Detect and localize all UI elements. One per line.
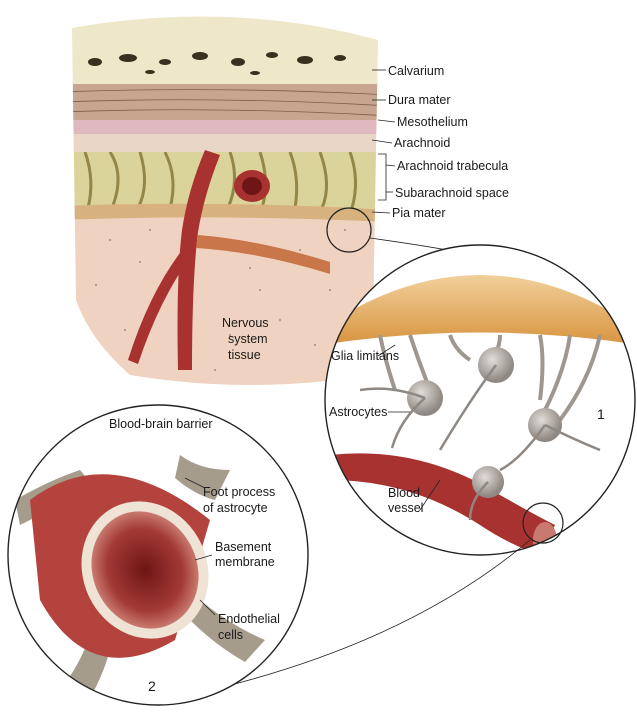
- pia-mater-layer: [72, 203, 378, 222]
- label-blood-vessel-2: vessel: [388, 501, 423, 515]
- label-arachnoid: Arachnoid: [394, 136, 450, 150]
- leader-lines: [184, 69, 441, 616]
- label-nervous-system-tissue-3: tissue: [228, 348, 261, 362]
- label-blood-vessel-1: Blood: [388, 486, 420, 500]
- blood-vessel-1: [330, 453, 555, 555]
- labels: Calvarium Dura mater Mesothelium Arachno…: [109, 64, 605, 694]
- label-basement-membrane-1: Basement: [215, 540, 272, 554]
- mesothelium-layer: [72, 120, 378, 134]
- label-panel-1: 1: [597, 406, 605, 422]
- bone-pores: [88, 52, 346, 75]
- dura-mater-layer: [72, 82, 378, 120]
- label-nervous-system-tissue-2: system: [228, 332, 268, 346]
- label-blood-brain-barrier: Blood-brain barrier: [109, 417, 213, 431]
- label-subarachnoid-space: Subarachnoid space: [395, 186, 509, 200]
- label-mesothelium: Mesothelium: [397, 115, 468, 129]
- label-pia-mater: Pia mater: [392, 206, 446, 220]
- pia-cap: [325, 275, 635, 345]
- label-endothelial-cells-2: cells: [218, 628, 243, 642]
- label-arachnoid-trabecula: Arachnoid trabecula: [397, 159, 508, 173]
- magnify-marker: [326, 207, 372, 253]
- label-foot-process-1: Foot process: [203, 485, 275, 499]
- label-glia-limitans: Glia limitans: [331, 349, 399, 363]
- label-astrocytes: Astrocytes: [329, 405, 387, 419]
- label-foot-process-2: of astrocyte: [203, 501, 268, 515]
- arachnoid-layer: [72, 134, 378, 152]
- label-basement-membrane-2: membrane: [215, 555, 275, 569]
- detail-circle-1: [324, 244, 636, 556]
- label-panel-2: 2: [148, 678, 156, 694]
- magnify-marker-2: [522, 502, 564, 544]
- detail-circle-2: [7, 404, 309, 706]
- penetrating-vessel: [177, 150, 220, 370]
- calvarium-layer: [72, 16, 378, 84]
- label-dura-mater: Dura mater: [388, 93, 451, 107]
- label-endothelial-cells-1: Endothelial: [218, 612, 280, 626]
- label-nervous-system-tissue-1: Nervous: [222, 316, 269, 330]
- label-calvarium: Calvarium: [388, 64, 444, 78]
- subarachnoid-layer: [72, 150, 378, 210]
